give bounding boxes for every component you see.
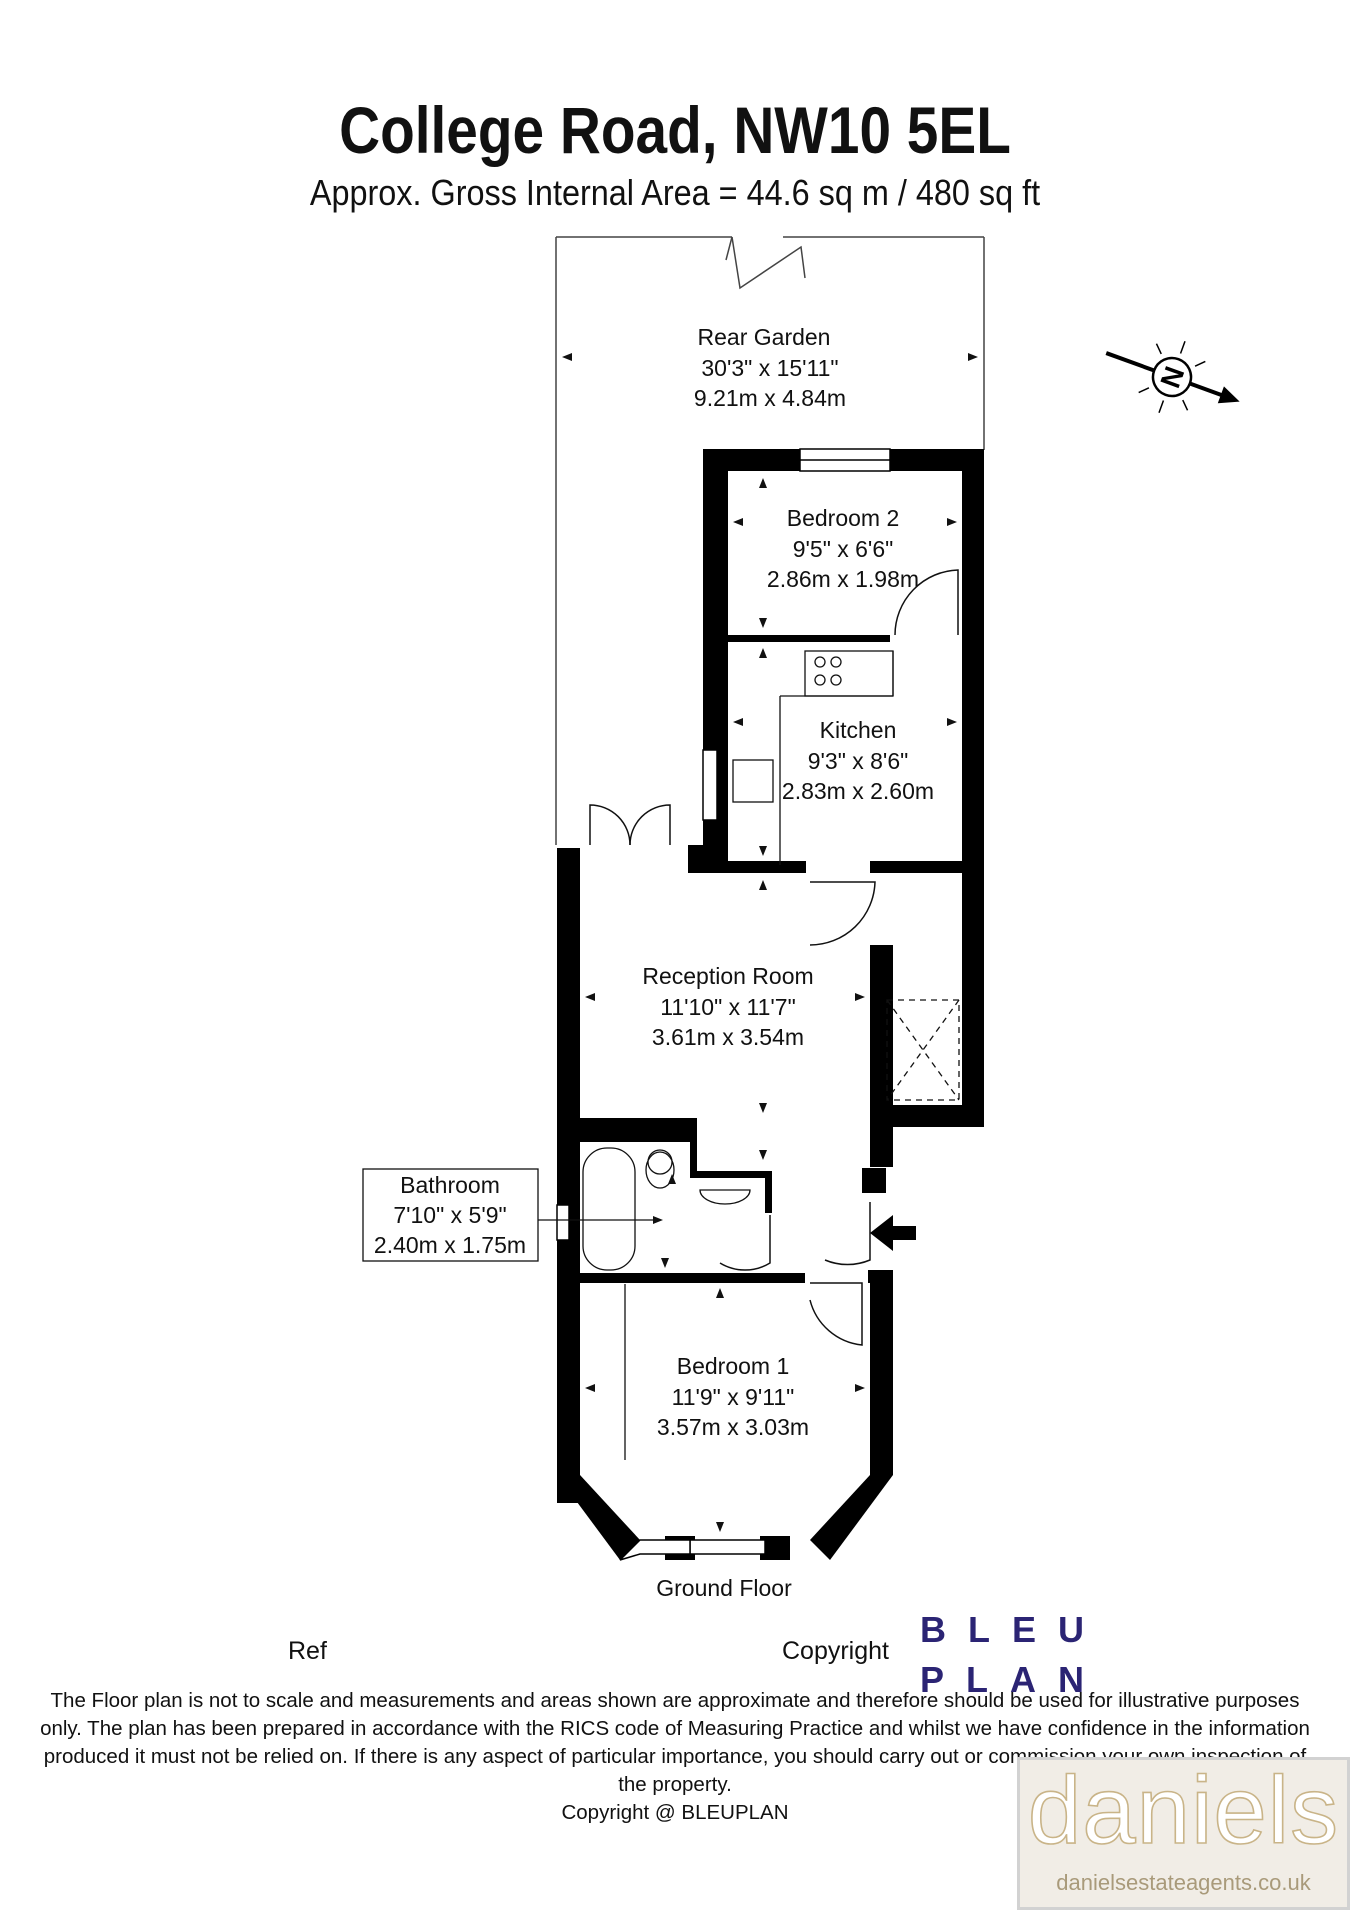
bathroom-label-box <box>362 1168 539 1262</box>
logo-line-1: BLEU <box>920 1609 1106 1650</box>
ref-label: Ref <box>288 1637 327 1665</box>
agent-watermark: daniels danielsestateagents.co.uk <box>1017 1756 1350 1910</box>
disclaimer-copyright: Copyright @ BLEUPLAN <box>561 1801 789 1824</box>
walls <box>557 449 984 1560</box>
page-title: College Road, NW10 5EL <box>339 93 1011 167</box>
logo-line-2: PLAN <box>920 1659 1106 1700</box>
bleuplan-logo: BLEU PLAN <box>920 1605 1106 1705</box>
room-imperial: 7'10" x 5'9" <box>393 1202 506 1228</box>
entrance-arrow-icon <box>870 1215 916 1251</box>
room-metric: 2.40m x 1.75m <box>374 1232 526 1258</box>
agent-name: daniels <box>1027 1756 1340 1865</box>
room-metric: 9.21m x 4.84m <box>694 385 846 411</box>
compass-icon <box>1105 341 1240 413</box>
room-name: Reception Room <box>642 963 813 989</box>
copyright-label: Copyright <box>782 1637 889 1665</box>
doors <box>589 569 959 1346</box>
floor-label: Ground Floor <box>656 1575 792 1601</box>
agent-url: danielsestateagents.co.uk <box>1056 1870 1311 1895</box>
room-imperial: 9'5" x 6'6" <box>793 536 894 562</box>
room-name: Bedroom 2 <box>787 505 900 531</box>
room-name: Bathroom <box>400 1172 500 1198</box>
room-imperial: 11'10" x 11'7" <box>660 994 796 1020</box>
gross-area-subtitle: Approx. Gross Internal Area = 44.6 sq m … <box>309 172 1041 213</box>
room-metric: 2.86m x 1.98m <box>767 566 919 592</box>
room-name: Kitchen <box>820 717 897 743</box>
room-labels: Rear Garden 30'3" x 15'11" 9.21m x 4.84m… <box>374 324 934 1601</box>
room-imperial: 9'3" x 8'6" <box>808 748 909 774</box>
room-metric: 3.57m x 3.03m <box>657 1414 809 1440</box>
fixtures <box>582 650 960 1460</box>
room-imperial: 11'9" x 9'11" <box>672 1384 795 1410</box>
room-name: Rear Garden <box>698 324 831 350</box>
garden-boundary <box>555 236 985 845</box>
room-metric: 3.61m x 3.54m <box>652 1024 804 1050</box>
disclaimer-text: The Floor plan is not to scale and measu… <box>40 1689 1310 1796</box>
room-metric: 2.83m x 2.60m <box>782 778 934 804</box>
room-name: Bedroom 1 <box>677 1353 790 1379</box>
disclaimer: The Floor plan is not to scale and measu… <box>40 1687 1310 1827</box>
room-imperial: 30'3" x 15'11" <box>701 355 838 381</box>
dimension-arrows <box>562 353 978 1532</box>
windows <box>556 448 891 1561</box>
